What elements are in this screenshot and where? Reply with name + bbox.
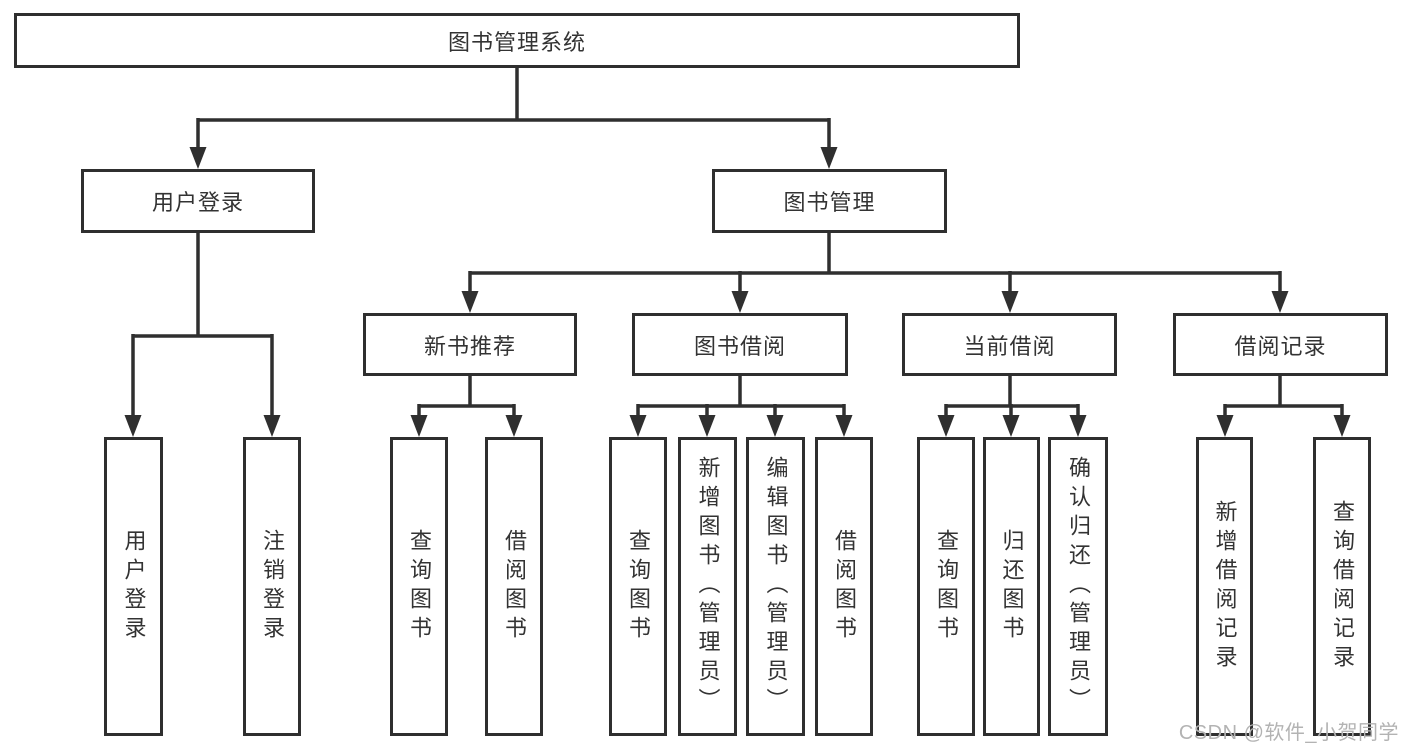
leaf-borrow-books: 借阅图书 bbox=[815, 437, 873, 736]
leaf-add-books-admin: 新增图书（管理员） bbox=[678, 437, 737, 736]
leaf-edit-books-admin: 编辑图书（管理员） bbox=[746, 437, 805, 736]
node-root: 图书管理系统 bbox=[14, 13, 1020, 68]
leaf-add-borrow-record-label: 新增借阅记录 bbox=[1212, 499, 1238, 674]
node-borrow-record: 借阅记录 bbox=[1173, 313, 1388, 376]
node-new-book-recommend-label: 新书推荐 bbox=[423, 333, 516, 359]
leaf-user-login: 用户登录 bbox=[104, 437, 163, 736]
node-book-management: 图书管理 bbox=[712, 169, 947, 233]
connector-book-mgmt-to-level3 bbox=[461, 233, 1289, 313]
leaf-borrow-query-books: 查询图书 bbox=[609, 437, 667, 736]
connector-new-book-to-leaves bbox=[410, 376, 523, 437]
node-user-login: 用户登录 bbox=[81, 169, 315, 233]
leaf-return-books: 归还图书 bbox=[983, 437, 1040, 736]
node-root-label: 图书管理系统 bbox=[447, 29, 586, 55]
leaf-confirm-return-admin-label: 确认归还（管理员） bbox=[1066, 456, 1091, 717]
leaf-current-query-books-label: 查询图书 bbox=[934, 528, 959, 645]
node-current-borrow-label: 当前借阅 bbox=[963, 333, 1056, 359]
leaf-confirm-return-admin: 确认归还（管理员） bbox=[1048, 437, 1108, 736]
connector-root-to-level2 bbox=[189, 68, 838, 169]
leaf-edit-books-admin-label: 编辑图书（管理员） bbox=[763, 456, 789, 717]
connector-book-borrow-to-leaves bbox=[629, 376, 853, 437]
node-book-borrow: 图书借阅 bbox=[632, 313, 848, 376]
leaf-recommend-query-books: 查询图书 bbox=[390, 437, 448, 736]
leaf-recommend-borrow-books-label: 借阅图书 bbox=[502, 528, 527, 645]
leaf-logout: 注销登录 bbox=[243, 437, 301, 736]
leaf-user-login-label: 用户登录 bbox=[121, 528, 147, 645]
leaf-logout-label: 注销登录 bbox=[260, 528, 285, 645]
leaf-return-books-label: 归还图书 bbox=[999, 528, 1025, 645]
leaf-current-query-books: 查询图书 bbox=[917, 437, 975, 736]
node-book-management-label: 图书管理 bbox=[783, 190, 876, 215]
csdn-watermark: CSDN @软件_小贺同学 bbox=[1178, 722, 1399, 744]
leaf-add-borrow-record: 新增借阅记录 bbox=[1196, 437, 1253, 736]
connector-user-login-to-leaves bbox=[124, 233, 281, 437]
leaf-add-books-admin-label: 新增图书（管理员） bbox=[695, 456, 721, 717]
node-new-book-recommend: 新书推荐 bbox=[363, 313, 577, 376]
leaf-query-borrow-record: 查询借阅记录 bbox=[1313, 437, 1371, 736]
leaf-query-borrow-record-label: 查询借阅记录 bbox=[1330, 499, 1355, 674]
leaf-recommend-query-books-label: 查询图书 bbox=[407, 528, 432, 645]
leaf-recommend-borrow-books: 借阅图书 bbox=[485, 437, 543, 736]
node-current-borrow: 当前借阅 bbox=[902, 313, 1117, 376]
connector-current-borrow-to-leaves bbox=[937, 376, 1087, 437]
node-book-borrow-label: 图书借阅 bbox=[693, 333, 786, 359]
leaf-borrow-books-label: 借阅图书 bbox=[832, 528, 857, 645]
node-user-login-label: 用户登录 bbox=[151, 190, 244, 215]
leaf-borrow-query-books-label: 查询图书 bbox=[626, 528, 651, 645]
connector-borrow-record-to-leaves bbox=[1216, 376, 1351, 437]
node-borrow-record-label: 借阅记录 bbox=[1234, 333, 1327, 359]
